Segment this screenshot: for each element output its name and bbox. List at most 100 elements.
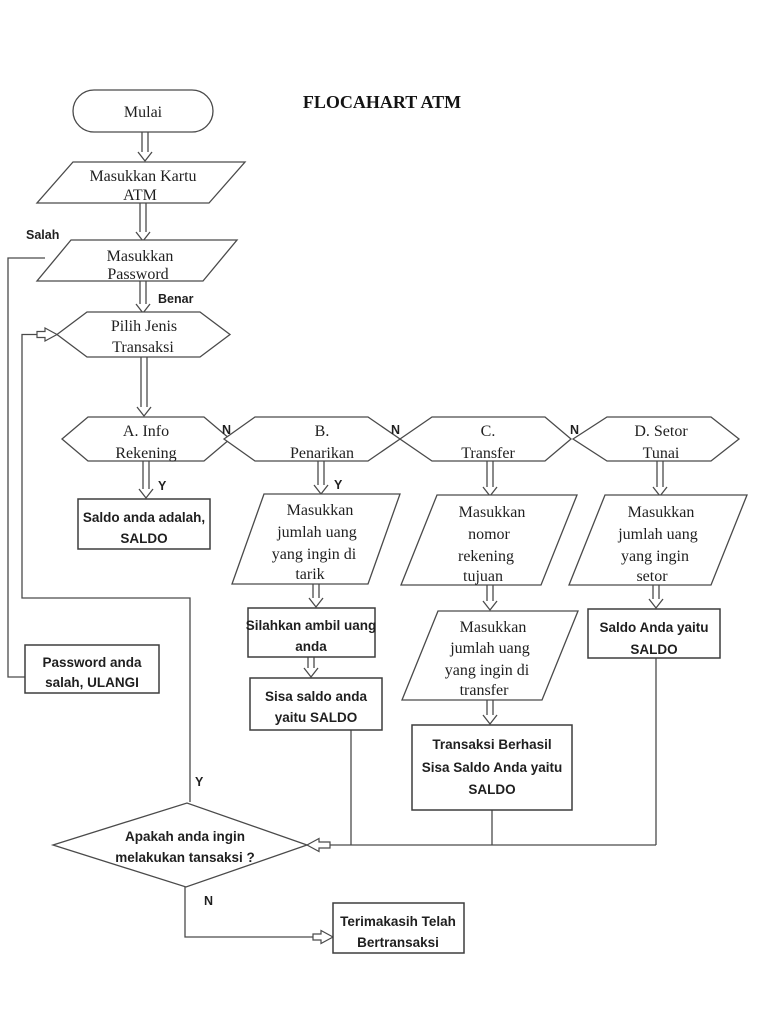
- node-label: C.: [481, 423, 496, 440]
- connector-lines: [7, 257, 657, 938]
- arrow-down-icon: [308, 597, 324, 609]
- node-label: Masukkan: [287, 502, 354, 519]
- node-label: Pilih Jenis: [111, 318, 177, 335]
- node-label: Bertransaksi: [357, 935, 439, 950]
- flow-arrow-account-amount: [482, 585, 498, 612]
- start-terminator: Mulai: [72, 89, 214, 133]
- arrow-right-icon: [36, 326, 59, 343]
- take-money-box: Silahkan ambil uang anda: [246, 607, 377, 658]
- flow-arrow-amount-take: [308, 584, 324, 609]
- edge-labels: Salah Benar N N N Y Y Y N: [26, 228, 579, 908]
- password-wrong-box: Password anda salah, ULANGI: [24, 644, 160, 694]
- option-setor-tunai-hexagon: D. Setor Tunai: [571, 416, 741, 462]
- node-label: Masukkan Kartu: [89, 168, 196, 185]
- node-label: jumlah uang: [449, 640, 530, 657]
- node-label: salah, ULANGI: [45, 675, 139, 690]
- thanks-box: Terimakasih Telah Bertransaksi: [332, 902, 465, 954]
- option-penarikan-hexagon: B. Penarikan: [222, 416, 402, 462]
- node-label: SALDO: [468, 782, 515, 797]
- node-label: jumlah uang: [276, 524, 357, 541]
- option-transfer-hexagon: C. Transfer: [398, 416, 573, 462]
- connector-repeat-loop: [21, 333, 191, 802]
- arrow-down-icon: [313, 484, 329, 496]
- node-label: rekening: [458, 548, 514, 565]
- withdraw-balance-box: Sisa saldo anda yaitu SALDO: [249, 677, 383, 731]
- flow-arrows: [135, 132, 668, 726]
- edge-label-y: Y: [158, 479, 167, 493]
- insert-password-parallelogram: Masukkan Password: [35, 239, 239, 283]
- node-label: Password: [107, 266, 168, 283]
- connector-no-end: [184, 887, 313, 938]
- node-label: Transaksi Berhasil: [432, 737, 551, 752]
- node-label: D. Setor: [634, 423, 688, 440]
- node-label: yang ingin: [621, 548, 689, 565]
- node-label: Transaksi: [112, 339, 174, 356]
- flow-arrow-card-password: [135, 203, 151, 243]
- node-label: A. Info: [123, 423, 169, 440]
- arrow-down-icon: [648, 598, 664, 610]
- node-label: jumlah uang: [617, 526, 698, 543]
- node-label: Saldo anda adalah,: [83, 510, 205, 525]
- flow-arrow-withdraw-amount: [313, 461, 329, 496]
- node-label: Tunai: [643, 445, 680, 462]
- node-label: ATM: [123, 187, 157, 204]
- flow-arrow-deposit-balance: [648, 585, 664, 610]
- node-label: yang ingin di: [272, 546, 357, 563]
- flow-arrow-deposit-amount: [652, 461, 668, 498]
- node-label: B.: [315, 423, 330, 440]
- node-label: Penarikan: [290, 445, 354, 462]
- deposit-amount-parallelogram: Masukkan jumlah uang yang ingin setor: [568, 494, 748, 586]
- edge-label-n: N: [391, 423, 400, 437]
- node-label: Password anda: [42, 655, 142, 670]
- arrow-down-icon: [137, 151, 153, 163]
- edge-label-n: N: [570, 423, 579, 437]
- flow-arrow-transfer-account: [482, 461, 498, 498]
- arrow-left-icon: [305, 837, 331, 853]
- option-info-rekening-hexagon: A. Info Rekening: [60, 416, 232, 462]
- node-label: transfer: [460, 682, 510, 699]
- node-label: Saldo Anda yaitu: [599, 620, 708, 635]
- node-label: SALDO: [120, 531, 167, 546]
- insert-card-parallelogram: Masukkan Kartu ATM: [35, 161, 247, 204]
- repeat-transaction-diamond: Apakah anda ingin melakukan tansaksi ?: [50, 802, 309, 888]
- node-label: nomor: [468, 526, 510, 543]
- node-label: Masukkan: [628, 504, 695, 521]
- node-label: Terimakasih Telah: [340, 914, 456, 929]
- connector-salah-loop: [7, 257, 45, 678]
- node-label: Masukkan: [460, 619, 527, 636]
- transfer-result-box: Transaksi Berhasil Sisa Saldo Anda yaitu…: [411, 724, 573, 811]
- flow-arrow-choose-options: [136, 357, 152, 418]
- node-label: tarik: [295, 566, 324, 583]
- node-label: SALDO: [630, 642, 677, 657]
- node-label: Silahkan ambil uang: [246, 618, 377, 633]
- arrow-down-icon: [136, 406, 152, 418]
- edge-label-y: Y: [334, 478, 343, 492]
- edge-label-n: N: [204, 894, 213, 908]
- flow-arrow-amount-result: [482, 700, 498, 726]
- edge-label-y: Y: [195, 775, 204, 789]
- deposit-balance-box: Saldo Anda yaitu SALDO: [587, 608, 721, 659]
- node-label: yaitu SALDO: [275, 710, 358, 725]
- node-label: Sisa saldo anda: [265, 689, 368, 704]
- node-label: melakukan tansaksi ?: [115, 850, 255, 865]
- arrow-down-icon: [138, 488, 154, 500]
- arrow-down-icon: [303, 667, 319, 679]
- node-label: Apakah anda ingin: [125, 829, 245, 844]
- choose-transaction-hexagon: Pilih Jenis Transaksi: [55, 311, 232, 358]
- transfer-account-parallelogram: Masukkan nomor rekening tujuan: [400, 494, 578, 586]
- edge-label-salah: Salah: [26, 228, 59, 242]
- node-label: tujuan: [463, 568, 503, 585]
- arrow-down-icon: [482, 600, 498, 612]
- flow-arrow-info-result: [138, 461, 154, 500]
- flow-arrow-password-choose: [135, 281, 151, 315]
- node-label: setor: [636, 568, 668, 585]
- flow-arrow-start-card: [137, 132, 153, 163]
- node-label: Masukkan: [459, 504, 526, 521]
- node-label: yang ingin di: [445, 662, 530, 679]
- node-label: Masukkan: [107, 248, 174, 265]
- node-label: anda: [295, 639, 327, 654]
- node-label: Mulai: [124, 104, 163, 121]
- loop-arrowheads: [36, 326, 335, 945]
- node-label: Sisa Saldo Anda yaitu: [422, 760, 563, 775]
